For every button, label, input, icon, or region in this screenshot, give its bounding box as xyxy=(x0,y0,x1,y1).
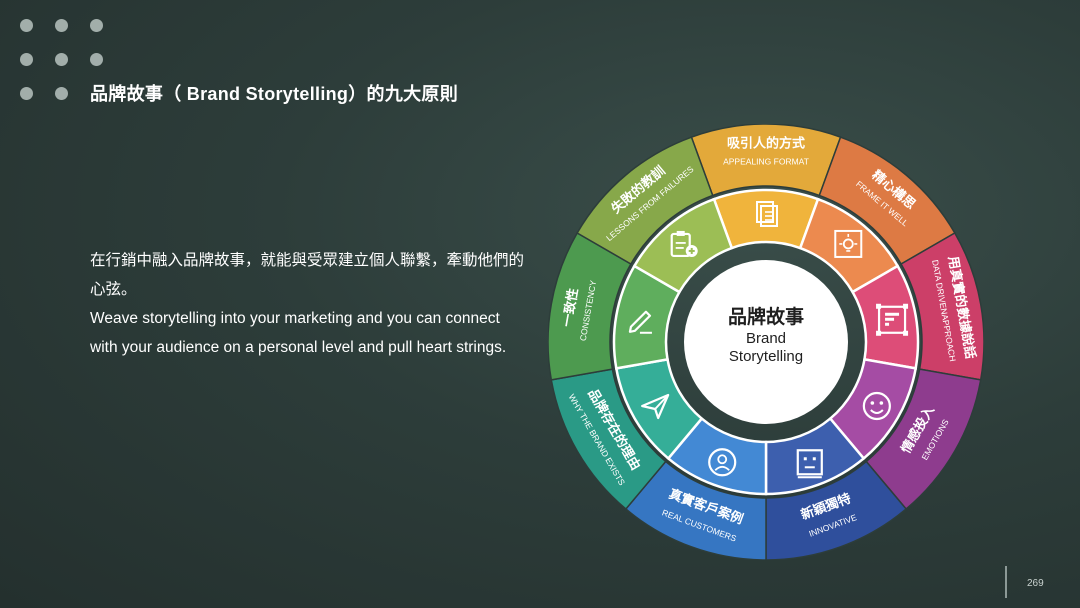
page-title: 品牌故事（ Brand Storytelling）的九大原則 xyxy=(90,84,459,104)
dot xyxy=(20,53,33,66)
dot xyxy=(20,19,33,32)
clipboard-add-icon xyxy=(670,230,698,258)
pencil-icon xyxy=(628,310,652,334)
center-title-en-1: Brand xyxy=(746,330,786,347)
dot xyxy=(90,53,103,66)
center-title-en-2: Storytelling xyxy=(729,348,803,365)
smiley-icon xyxy=(862,391,891,421)
decorative-dots xyxy=(20,19,104,103)
intro-en: Weave storytelling into your marketing a… xyxy=(90,310,507,356)
center-title-zh: 品牌故事 xyxy=(728,305,804,328)
segment-inner xyxy=(632,197,734,294)
dot xyxy=(55,19,68,32)
segment-label-zh: 吸引人的方式 xyxy=(727,135,805,150)
footer-divider xyxy=(1005,566,1007,598)
document-icon xyxy=(756,201,778,227)
customer-icon xyxy=(708,448,737,477)
dot xyxy=(20,87,33,100)
robot-face-icon xyxy=(796,449,823,479)
segment-label-en: APPEALING FORMAT xyxy=(723,156,809,166)
idea-frame-icon xyxy=(834,229,863,258)
segment-label-zh: 一致性 xyxy=(559,287,581,328)
dot xyxy=(55,87,68,100)
page-number: 269 xyxy=(1027,578,1044,589)
intro-zh: 在行銷中融入品牌故事，就能與受眾建立個人聯繫，牽動他們的心弦。 xyxy=(90,252,525,298)
segment-outer xyxy=(576,136,714,266)
center-circle xyxy=(684,260,848,424)
segment-outer xyxy=(765,460,908,560)
intro-text: 在行銷中融入品牌故事，就能與受眾建立個人聯繫，牽動他們的心弦。 Weave st… xyxy=(90,246,530,362)
dot xyxy=(55,53,68,66)
send-icon xyxy=(641,393,670,420)
data-icon xyxy=(876,303,909,336)
dot xyxy=(90,19,103,32)
